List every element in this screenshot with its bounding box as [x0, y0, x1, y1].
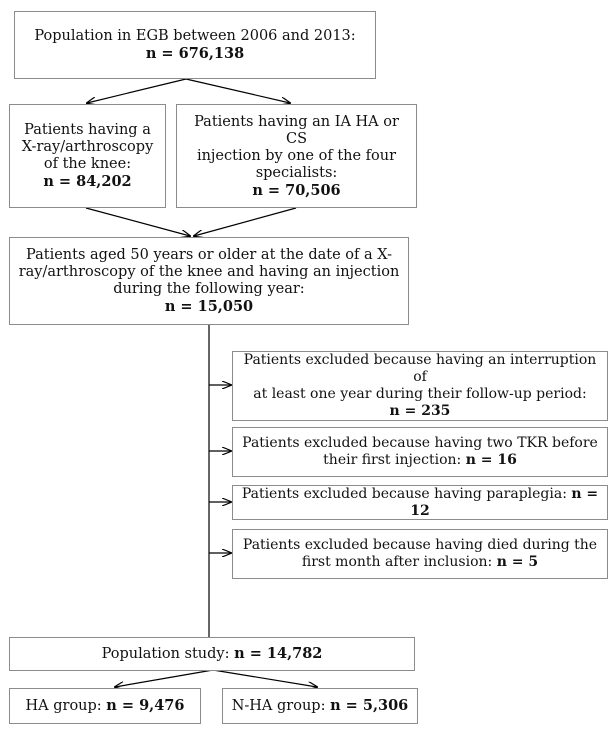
nha-text: N-HA group:: [231, 698, 331, 714]
population-box: Population in EGB between 2006 and 2013:…: [14, 11, 376, 79]
excl-paraplegia-text: Patients excluded because having paraple…: [241, 485, 572, 502]
excl-died-line-1: Patients excluded because having died du…: [242, 537, 598, 553]
aged-box: Patients aged 50 years or older at the d…: [9, 237, 409, 325]
xray-line-1: Patients having a: [24, 122, 151, 138]
ha-line: HA group: n = 9,476: [26, 697, 185, 715]
arrow-xray-to-aged: [85, 207, 190, 236]
injection-box: Patients having an IA HA or CS injection…: [176, 104, 417, 208]
excl-died-box: Patients excluded because having died du…: [232, 529, 608, 579]
aged-line-2: ray/arthroscopy of the knee and having a…: [18, 264, 400, 280]
nha-line: N-HA group: n = 5,306: [232, 697, 409, 715]
excl-died-line-2: first month after inclusion: n = 5: [302, 554, 538, 571]
excl-tkr-count: n = 16: [465, 452, 517, 468]
aged-count: n = 15,050: [164, 298, 254, 315]
xray-line-2: X-ray/arthroscopy: [21, 139, 154, 155]
arrow-injection-to-aged: [194, 207, 297, 236]
excl-interruption-line-2: at least one year during their follow-up…: [253, 386, 587, 402]
injection-line-1: Patients having an IA HA or CS: [194, 113, 399, 147]
aged-line-1: Patients aged 50 years or older at the d…: [26, 247, 392, 263]
ha-count: n = 9,476: [106, 697, 185, 714]
ha-text: HA group:: [25, 698, 107, 714]
arrow-study-to-ha: [115, 669, 214, 687]
nha-group-box: N-HA group: n = 5,306: [222, 688, 418, 724]
excl-interruption-line-1: Patients excluded because having an inte…: [243, 352, 597, 385]
excl-tkr-line-1: Patients excluded because having two TKR…: [242, 435, 598, 451]
study-text: Population study:: [101, 646, 235, 662]
nha-count: n = 5,306: [330, 697, 409, 714]
excl-paraplegia-box: Patients excluded because having paraple…: [232, 485, 608, 520]
aged-line-3: during the following year:: [113, 281, 305, 297]
excl-tkr-line-2-text: their first injection:: [323, 452, 466, 468]
xray-box: Patients having a X-ray/arthroscopy of t…: [9, 104, 166, 208]
excl-paraplegia-line: Patients excluded because having paraple…: [239, 486, 601, 520]
study-count: n = 14,782: [234, 645, 323, 662]
population-count: n = 676,138: [145, 45, 245, 62]
study-box: Population study: n = 14,782: [9, 637, 415, 671]
excl-paraplegia-count: n = 12: [410, 485, 599, 519]
population-label: Population in EGB between 2006 and 2013:: [34, 28, 356, 44]
excl-interruption-count: n = 235: [389, 403, 451, 419]
injection-line-3: specialists:: [255, 164, 338, 181]
excl-tkr-line-2: their first injection: n = 16: [323, 452, 517, 469]
excl-interruption-box: Patients excluded because having an inte…: [232, 351, 608, 421]
injection-count: n = 70,506: [252, 181, 341, 199]
excl-died-count: n = 5: [496, 554, 539, 570]
xray-line-3: of the knee:: [43, 156, 132, 172]
arrow-population-to-injection: [185, 78, 290, 103]
arrow-study-to-nha: [212, 669, 317, 687]
study-line: Population study: n = 14,782: [102, 645, 323, 663]
excl-tkr-box: Patients excluded because having two TKR…: [232, 427, 608, 477]
xray-count: n = 84,202: [43, 173, 132, 190]
injection-line-2: injection by one of the four: [196, 147, 397, 164]
excl-died-line-2-text: first month after inclusion:: [301, 554, 497, 570]
ha-group-box: HA group: n = 9,476: [9, 688, 201, 724]
arrow-population-to-xray: [87, 78, 187, 103]
